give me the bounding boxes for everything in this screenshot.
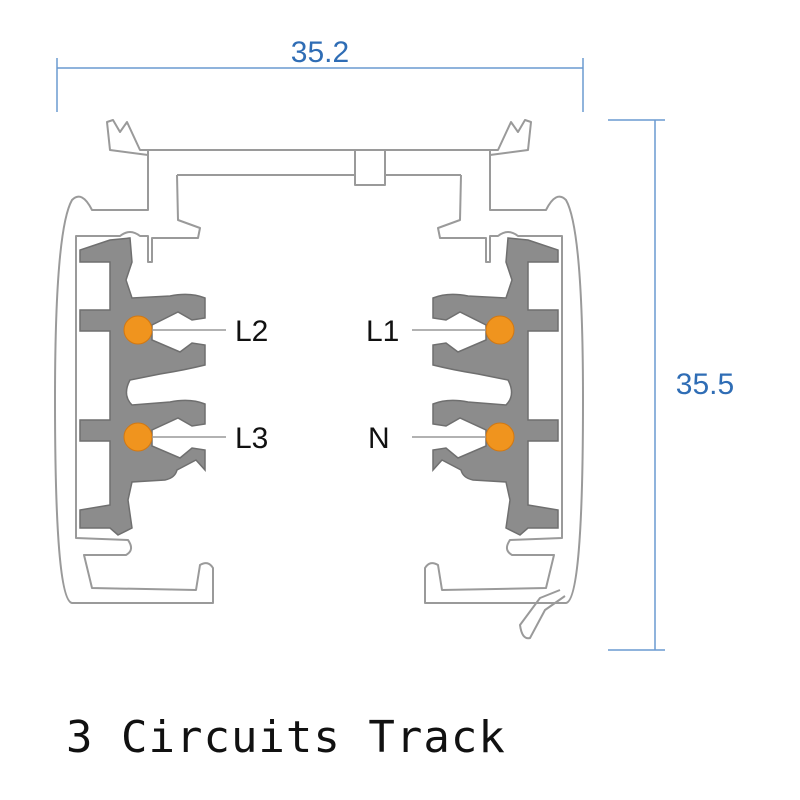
width-label: 35.2 xyxy=(291,36,349,69)
right-hook xyxy=(519,589,566,640)
height-dimension: 35.5 xyxy=(608,119,734,651)
conductor-upper-dot xyxy=(123,315,153,345)
height-label: 35.5 xyxy=(676,368,734,401)
profile-half-right xyxy=(317,119,584,604)
profile-half-left xyxy=(54,119,320,604)
conductor-label-l1: L1 xyxy=(366,315,399,348)
diagram-title: 3 Circuits Track xyxy=(66,712,506,763)
conductor-label-l2: L2 xyxy=(235,315,268,348)
leader-lines xyxy=(152,329,486,438)
width-dimension: 35.2 xyxy=(56,36,584,112)
conductor-label-n: N xyxy=(368,422,390,455)
conductor-lower-dot xyxy=(123,422,153,452)
conductor-label-l3: L3 xyxy=(235,422,268,455)
top-channel xyxy=(140,149,461,186)
